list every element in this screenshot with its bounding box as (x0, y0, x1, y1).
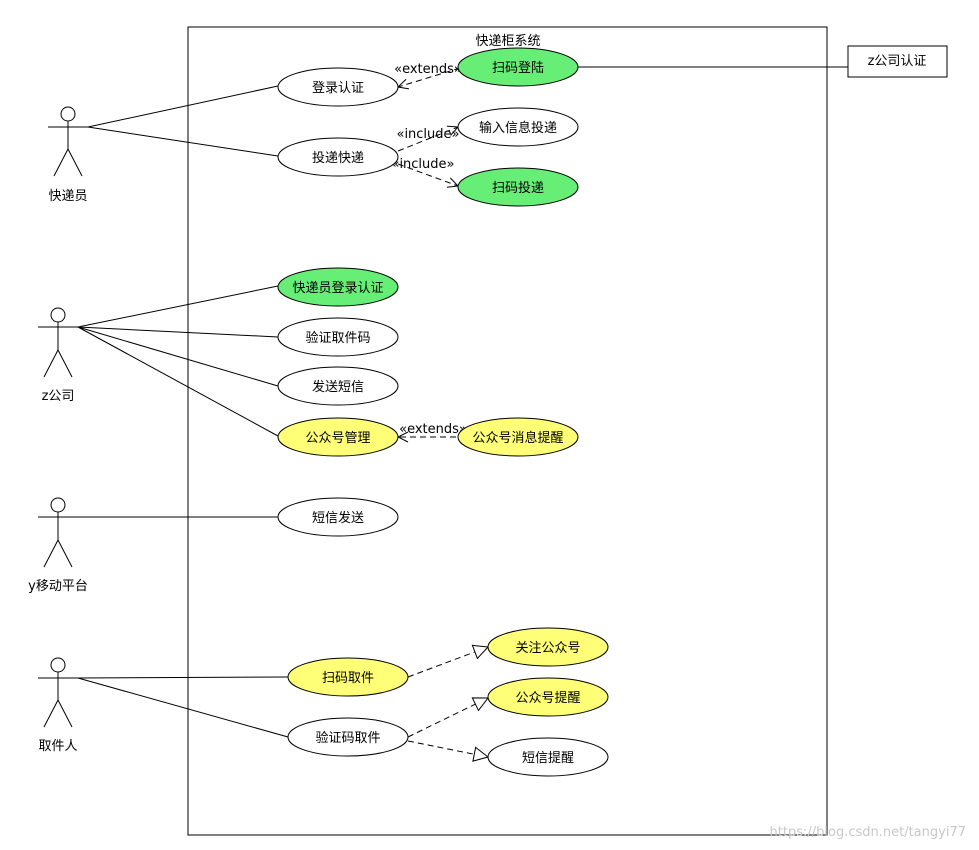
actor-label: y移动平台 (28, 579, 88, 594)
use-case-label: 快递员登录认证 (292, 281, 383, 296)
generalization-arrow-scan-pickup-follow-oa (407, 647, 488, 678)
association-line-courier-login (87, 85, 279, 128)
use-case-scan-login[interactable]: 扫码登陆 (457, 47, 579, 87)
use-case-ellipse (277, 417, 399, 457)
use-case-ellipse (457, 107, 579, 147)
actor-recipient[interactable]: 取件人 (38, 657, 78, 754)
use-case-label: 验证取件码 (305, 330, 370, 346)
stereotype-label-extends: «extends» (394, 62, 462, 77)
use-case-send-sms[interactable]: 发送短信 (277, 366, 399, 406)
use-case-ellipse (487, 737, 609, 777)
use-case-label: 短信提醒 (522, 750, 574, 766)
actor-ymobile[interactable]: y移动平台 (28, 497, 88, 594)
actor-figure (50, 307, 66, 323)
use-case-label: 短信发送 (312, 510, 364, 526)
actor-label: 快递员 (48, 189, 87, 204)
use-case-ellipse (457, 167, 579, 207)
stereotype-label-extends: «extends» (399, 422, 467, 437)
use-case-ellipse (277, 317, 399, 357)
use-case-label: 投递快递 (312, 150, 364, 166)
actor-figure (53, 148, 69, 177)
use-case-label: 扫码取件 (322, 671, 374, 686)
actor-label: z公司 (42, 389, 75, 404)
use-case-oa-notify[interactable]: 公众号消息提醒 (457, 417, 579, 457)
use-case-label: 扫码登陆 (492, 60, 544, 76)
association-line-recipient-scan-pickup (77, 676, 289, 679)
use-case-oa-remind[interactable]: 公众号提醒 (487, 677, 609, 717)
generalization-arrow-code-pickup-oa-remind (407, 698, 488, 738)
use-case-follow-oa[interactable]: 关注公众号 (487, 627, 609, 667)
use-case-label: 扫码投递 (492, 180, 544, 196)
use-case-sms-send[interactable]: 短信发送 (277, 497, 399, 537)
use-case-ellipse (277, 137, 399, 177)
use-case-deliver[interactable]: 投递快递 (277, 137, 399, 177)
actor-figure (50, 497, 66, 513)
stereotype-label-include: «include» (391, 157, 454, 172)
association-line-zcompany-oa-manage (77, 326, 279, 437)
system-title: 快递柜系统 (475, 34, 540, 49)
use-case-ellipse (487, 627, 609, 667)
use-case-scan-pickup[interactable]: 扫码取件 (287, 657, 409, 697)
use-case-ellipse (287, 657, 409, 697)
association-line-zcompany-verify-code (77, 326, 279, 338)
actor-figure (43, 699, 59, 728)
generalization-arrow-code-pickup-sms-remind (407, 740, 488, 757)
actor-figure (67, 148, 83, 177)
actor-figure (43, 539, 59, 568)
system-boundary (187, 26, 828, 836)
stereotype-label-include: «include» (396, 127, 459, 142)
use-case-input-deliver[interactable]: 输入信息投递 (457, 107, 579, 147)
dependency-lines: «extends» «include» «include» «extends» (391, 62, 488, 757)
actor-figure (57, 349, 73, 378)
use-case-ellipse (487, 677, 609, 717)
association-line-zcompany-send-sms (77, 326, 279, 387)
use-case-scan-deliver[interactable]: 扫码投递 (457, 167, 579, 207)
use-case-label: 登录认证 (312, 81, 364, 96)
include-arrow-deliver-input-deliver (397, 127, 458, 152)
use-case-label: 公众号管理 (305, 431, 370, 446)
use-case-ellipse (277, 67, 399, 107)
external-system-label: z公司认证 (868, 54, 927, 69)
actor-courier[interactable]: 快递员 (48, 106, 88, 204)
use-case-login[interactable]: 登录认证 (277, 67, 399, 107)
use-case-label: 公众号提醒 (515, 690, 580, 706)
use-case-sms-remind[interactable]: 短信提醒 (487, 737, 609, 777)
use-case-verify-code[interactable]: 验证取件码 (277, 317, 399, 357)
association-line-courier-deliver (87, 126, 279, 157)
association-line-recipient-code-pickup (77, 677, 289, 738)
actor-figure (60, 106, 76, 122)
actor-zcompany[interactable]: z公司 (38, 307, 78, 404)
association-lines (77, 66, 848, 738)
use-case-ellipse (277, 497, 399, 537)
use-case-oa-manage[interactable]: 公众号管理 (277, 417, 399, 457)
use-case-ellipse (287, 717, 409, 757)
use-case-label: 验证码取件 (315, 730, 380, 746)
actor-figure (43, 349, 59, 378)
association-line-zcompany-courier-auth (77, 285, 279, 328)
use-case-label: 输入信息投递 (479, 120, 557, 136)
external-system-z-auth[interactable]: z公司认证 (847, 45, 948, 78)
actor-figure (57, 539, 73, 568)
use-case-ellipse (277, 366, 399, 406)
use-case-ellipse (457, 47, 579, 87)
use-case-label: 发送短信 (312, 379, 364, 395)
use-case-courier-auth[interactable]: 快递员登录认证 (277, 267, 399, 307)
actor-label: 取件人 (38, 739, 77, 754)
actor-figure (50, 657, 66, 673)
use-case-ellipse (277, 267, 399, 307)
include-arrow-deliver-scan-deliver (397, 163, 458, 186)
use-case-code-pickup[interactable]: 验证码取件 (287, 717, 409, 757)
use-case-ellipse (457, 417, 579, 457)
use-case-label: 公众号消息提醒 (472, 430, 563, 446)
actor-figure (57, 699, 73, 728)
use-case-label: 关注公众号 (515, 641, 580, 656)
watermark: https://blog.csdn.net/tangyi77 (770, 825, 966, 840)
extends-arrow-scan-login-login (398, 67, 461, 87)
